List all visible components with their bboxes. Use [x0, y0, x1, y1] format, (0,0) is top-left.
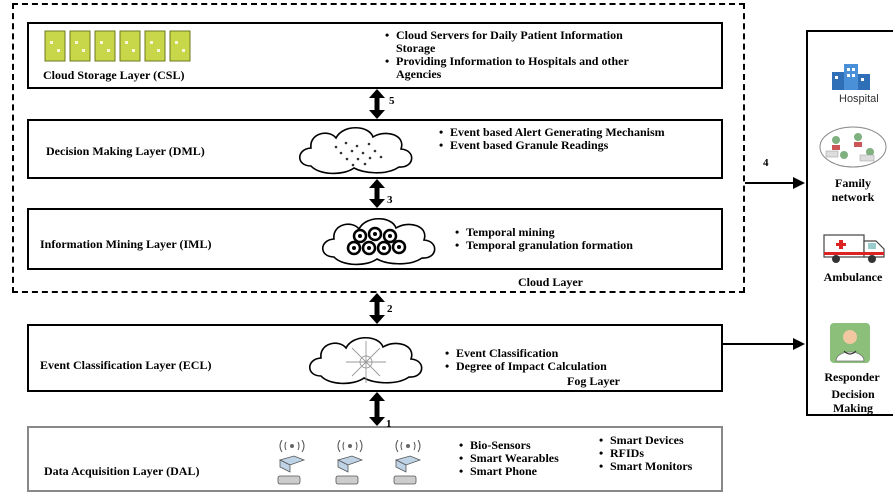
family-network-label: Family network: [831, 176, 875, 204]
dal-bullet: Smart Wearables: [459, 452, 589, 466]
ecl-bullet: Event Classification: [445, 347, 715, 361]
csl-bullet: Providing Information to Hospitals and o…: [385, 55, 665, 81]
responder-label: Responder: [824, 370, 880, 384]
data-acquisition-layer: Data Acquisition Layer (DAL) Bio-Sensors…: [27, 426, 723, 492]
decision-making-label: Decision Making: [831, 387, 875, 415]
dml-bullets: Event based Alert Generating Mechanism E…: [439, 126, 699, 153]
cloud-storage-layer: Cloud Storage Layer (CSL) Cloud Servers …: [27, 22, 723, 89]
fog-layer-label: Fog Layer: [567, 374, 620, 388]
hospital-label: Hospital: [839, 93, 879, 105]
arrow-4: [745, 177, 805, 189]
arrow-3-label: 3: [387, 194, 393, 206]
iml-bullets: Temporal mining Temporal granulation for…: [455, 226, 715, 253]
ambulance-icon: [823, 234, 885, 263]
dal-title: Data Acquisition Layer (DAL): [44, 464, 200, 478]
csl-bullet: Cloud Servers for Daily Patient Informat…: [385, 29, 665, 55]
ecl-cloud-icon: [308, 336, 423, 385]
csl-bullets: Cloud Servers for Daily Patient Informat…: [385, 29, 665, 81]
arrow-3: [369, 179, 385, 208]
dal-bullet: RFIDs: [599, 447, 719, 461]
dal-bullets-left: Bio-Sensors Smart Wearables Smart Phone: [459, 439, 589, 479]
dml-cloud-icon: [298, 126, 413, 175]
iml-title: Information Mining Layer (IML): [40, 237, 212, 251]
dal-bullet: Smart Phone: [459, 465, 589, 479]
ecl-to-responder-arrow: [723, 338, 805, 350]
dal-bullets-right: Smart Devices RFIDs Smart Monitors: [599, 434, 719, 474]
dal-bullet: Smart Monitors: [599, 460, 719, 474]
family-network-icon: [819, 126, 887, 168]
dml-bullet: Event based Granule Readings: [439, 139, 699, 153]
event-classification-layer: Event Classification Layer (ECL) Event C…: [27, 324, 723, 392]
ecl-bullets: Event Classification Degree of Impact Ca…: [445, 347, 715, 374]
iml-cloud-icon: [321, 217, 436, 266]
dal-bullet: Bio-Sensors: [459, 439, 589, 453]
iml-bullet: Temporal granulation formation: [455, 239, 715, 253]
arrow-1-label: 1: [386, 418, 392, 430]
information-mining-layer: Information Mining Layer (IML) Temporal …: [27, 208, 723, 270]
decision-making-layer: Decision Making Layer (DML) Event based …: [27, 119, 723, 179]
arrow-4-label: 4: [763, 157, 769, 169]
ecl-bullet: Degree of Impact Calculation: [445, 360, 715, 374]
cloud-servers-icon: [44, 30, 191, 62]
cloud-layer-label: Cloud Layer: [518, 275, 584, 289]
arrow-5-label: 5: [389, 95, 395, 107]
cloud-layer-region: [12, 3, 745, 293]
dml-bullet: Event based Alert Generating Mechanism: [439, 126, 699, 140]
dml-title: Decision Making Layer (DML): [46, 144, 205, 158]
ambulance-label: Ambulance: [823, 270, 883, 284]
arrow-2: [369, 293, 385, 324]
arrow-5: [369, 89, 385, 119]
arrow-1: [369, 392, 385, 426]
sensor-devices-icon: [277, 439, 422, 485]
iml-bullet: Temporal mining: [455, 226, 715, 240]
arrow-2-label: 2: [387, 303, 393, 315]
hospital-icon: [832, 64, 870, 90]
csl-title: Cloud Storage Layer (CSL): [43, 68, 185, 82]
dal-bullet: Smart Devices: [599, 434, 719, 448]
responder-icon: [830, 323, 870, 363]
ecl-title: Event Classification Layer (ECL): [40, 358, 212, 372]
